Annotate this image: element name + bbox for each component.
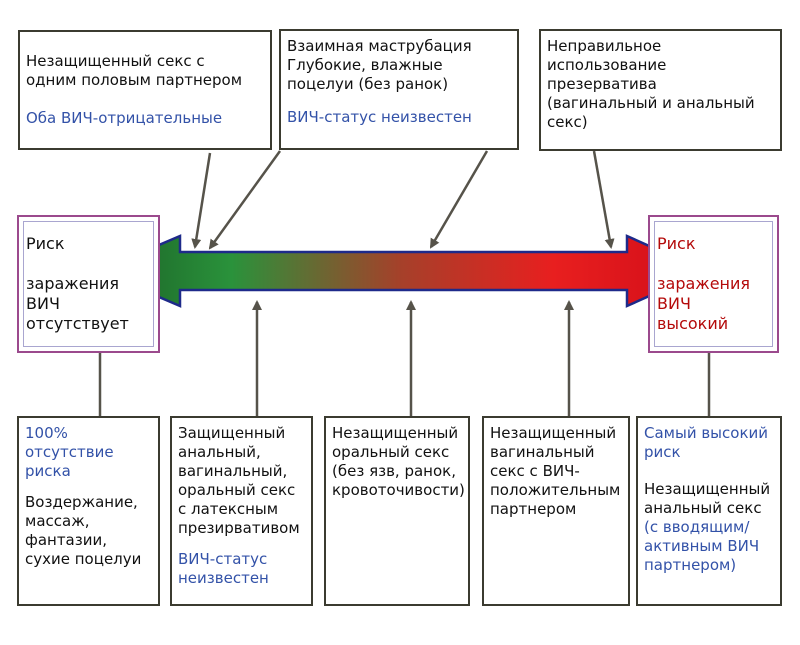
bottom-box-1-note-top: 100% отсутствие риска xyxy=(25,424,114,480)
bottom-box-5-note-top: Самый высокий риск xyxy=(644,424,769,461)
right-end-box xyxy=(648,215,779,353)
bottom-box-2-text: Защищенный анальный, вагинальный, оральн… xyxy=(178,424,300,537)
top-box-2: Взаимная маструбация Глубокие, влажные п… xyxy=(279,29,519,150)
bottom-box-5-note-bottom: (с вводящим/ активным ВИЧ партнером) xyxy=(644,518,760,574)
pointer-arrow-top-2a xyxy=(208,150,282,250)
bottom-box-3: Незащищенный оральный секс (без язв, ран… xyxy=(324,416,470,606)
left-end-text: Риск заражения ВИЧ отсутствует xyxy=(26,234,129,333)
left-end-box xyxy=(17,215,160,353)
risk-scale-double-arrow xyxy=(94,234,709,308)
bottom-box-2-note: ВИЧ-статус неизвестен xyxy=(178,550,269,587)
bottom-box-5: Самый высокий риск Незащищенный анальный… xyxy=(636,416,782,606)
top-box-2-text: Взаимная маструбация Глубокие, влажные п… xyxy=(287,37,472,93)
top-box-1-note: Оба ВИЧ-отрицательные xyxy=(26,109,223,127)
bottom-box-2: Защищенный анальный, вагинальный, оральн… xyxy=(170,416,313,606)
top-box-1: Незащищенный секс с одним половым партне… xyxy=(18,30,272,150)
bottom-box-1-text: Воздержание, массаж, фантазии, сухие поц… xyxy=(25,493,142,568)
pointer-arrow-top-1 xyxy=(191,152,212,249)
bottom-box-1: 100% отсутствие риска Воздержание, масса… xyxy=(17,416,160,606)
bottom-box-4: Незащищенный вагинальный секс с ВИЧ- пол… xyxy=(482,416,630,606)
top-box-3: Неправильное использование презерватива … xyxy=(539,29,782,151)
pointer-arrow-top-3 xyxy=(592,150,615,249)
top-box-3-text: Неправильное использование презерватива … xyxy=(547,37,755,131)
bottom-box-4-text: Незащищенный вагинальный секс с ВИЧ- пол… xyxy=(490,424,621,518)
pointer-arrow-top-2b xyxy=(429,150,489,249)
bottom-box-3-text: Незащищенный оральный секс (без язв, ран… xyxy=(332,424,465,499)
top-box-2-note: ВИЧ-статус неизвестен xyxy=(287,108,472,126)
right-end-text: Риск заражения ВИЧ высокий xyxy=(657,234,751,333)
top-box-1-text: Незащищенный секс с одним половым партне… xyxy=(26,52,243,89)
bottom-box-5-text: Незащищенный анальный секс xyxy=(644,480,771,517)
